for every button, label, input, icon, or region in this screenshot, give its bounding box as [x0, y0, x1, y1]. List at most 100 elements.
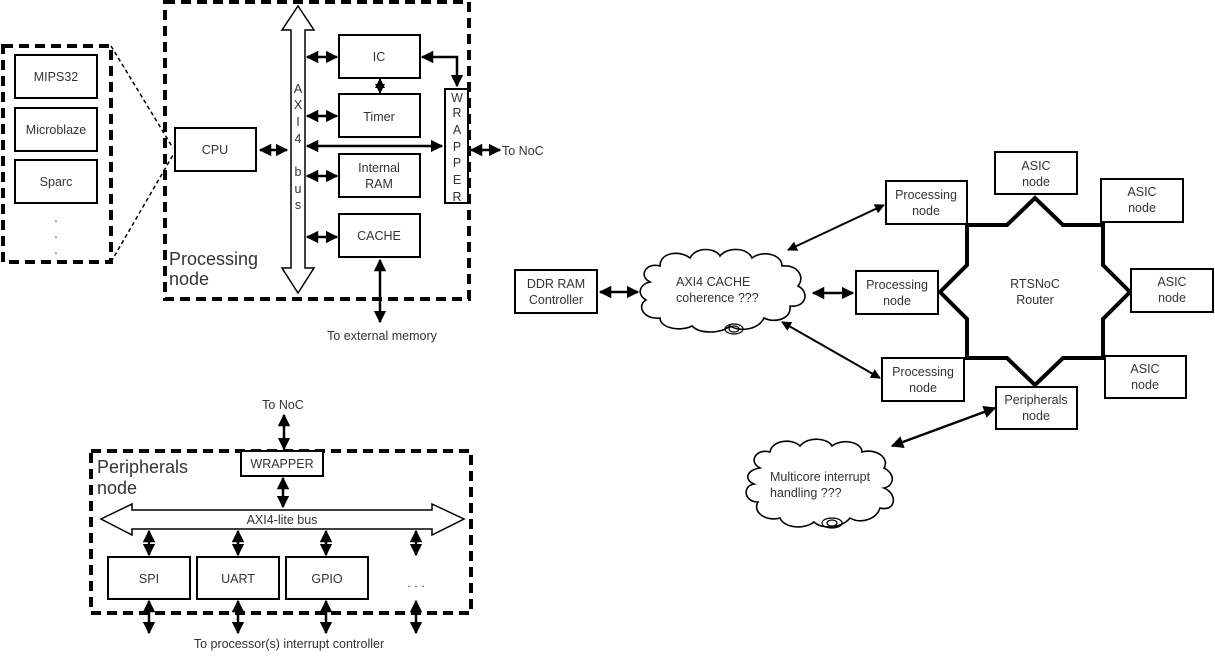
node-label: ASIC — [1127, 185, 1156, 199]
interrupt-cloud-label-2: handling ??? — [770, 486, 842, 500]
interrupt-handling-cloud — [745, 438, 895, 528]
ic-label: IC — [373, 50, 386, 64]
axi4-lite-bus — [99, 502, 466, 537]
cache-block — [338, 213, 421, 258]
cpu-block — [174, 127, 257, 172]
node-label: node — [883, 294, 911, 308]
asic-node-top — [994, 151, 1078, 195]
zoom-line-top — [110, 45, 174, 149]
peripherals-node-title: Peripherals — [97, 457, 188, 477]
wrapper-block — [444, 88, 469, 204]
cpu-option-mips32 — [14, 54, 98, 99]
router-label: RTSNoC — [1010, 277, 1060, 291]
node-label: node — [1158, 291, 1186, 305]
internal-ram-label-2: RAM — [365, 177, 393, 191]
wrapper-letter: P — [453, 140, 461, 154]
rtsnoc-router — [937, 195, 1133, 388]
cloud-pn1-arrow — [787, 204, 885, 251]
ddr-label: DDR RAM — [527, 277, 585, 291]
cloud-spiral-icon — [821, 517, 843, 529]
processing-node-detail: Processing node CPU A X I 4 b u s IC Tim… — [163, 0, 544, 343]
bus-letter: s — [295, 198, 301, 212]
internal-ram-block — [338, 153, 421, 198]
cache-coherence-cloud — [639, 248, 806, 333]
node-label: Processing — [866, 278, 928, 292]
spi-block — [107, 556, 191, 600]
wrapper-letter: R — [452, 106, 461, 120]
gpio-label: GPIO — [311, 572, 343, 586]
bus-letter: u — [295, 182, 302, 196]
bus-letter: b — [295, 165, 302, 179]
node-label: node — [1128, 201, 1156, 215]
cache-cloud-label: AXI4 CACHE — [676, 275, 750, 289]
asic-node-right — [1130, 268, 1214, 313]
cloud-spiral-icon — [724, 323, 744, 335]
processing-node-2 — [855, 270, 939, 315]
peripherals-node-title-2: node — [97, 478, 137, 498]
cache-cloud-label-2: coherence ??? — [676, 291, 759, 305]
router-label-2: Router — [1016, 293, 1054, 307]
asic-node-bottom-right — [1104, 355, 1187, 399]
node-label: Processing — [892, 365, 954, 379]
internal-ram-label: Internal — [358, 161, 400, 175]
ddr-controller-block — [514, 269, 598, 314]
spi-label: SPI — [139, 572, 159, 586]
bus-letter: 4 — [295, 132, 302, 146]
bus-letter: I — [296, 115, 299, 129]
uart-label: UART — [221, 572, 255, 586]
node-label: ASIC — [1021, 159, 1050, 173]
to-interrupt-controller-label: To processor(s) interrupt controller — [194, 637, 384, 651]
system-overview: DDR RAM Controller AXI4 CACHE coherence … — [514, 151, 1214, 529]
node-label: node — [1022, 409, 1050, 423]
bus-letter: X — [294, 98, 303, 112]
axi4-lite-bus-label: AXI4-lite bus — [247, 513, 318, 527]
processing-node-3 — [881, 357, 965, 402]
ellipsis-dot: . — [54, 243, 57, 257]
node-label: Peripherals — [1004, 393, 1067, 407]
node-label: node — [912, 204, 940, 218]
timer-block — [338, 93, 421, 138]
peripherals-node-detail: To NoC Peripherals node WRAPPER AXI4-lit… — [89, 398, 473, 651]
cpu-option-sparc-label: Sparc — [40, 175, 73, 189]
cpu-label: CPU — [202, 143, 228, 157]
to-noc-label: To NoC — [262, 398, 304, 412]
cpu-options-container — [1, 44, 113, 264]
node-label: Processing — [895, 188, 957, 202]
cache-label: CACHE — [357, 229, 401, 243]
interrupt-cloud-arrow — [890, 406, 997, 448]
node-label: ASIC — [1130, 362, 1159, 376]
ic-wrapper-arrow — [420, 50, 464, 88]
wrapper-letter: R — [452, 190, 461, 204]
cloud-pn3-arrow — [781, 321, 881, 379]
wrapper-letter: P — [453, 156, 461, 170]
cpu-option-mips32-label: MIPS32 — [34, 70, 79, 84]
to-noc-label: To NoC — [502, 144, 544, 158]
uart-block — [196, 556, 280, 600]
wrapper-letter: A — [453, 123, 462, 137]
more-peripherals: . . . — [407, 576, 424, 590]
asic-node-top-right — [1100, 178, 1184, 223]
processing-node-title: Processing — [169, 249, 258, 269]
cpu-options-group: MIPS32 Microblaze Sparc . . . — [1, 44, 174, 264]
node-label: ASIC — [1157, 275, 1186, 289]
ddr-label-2: Controller — [529, 293, 583, 307]
cloud-spiral-icon — [826, 519, 838, 527]
peripherals-wrapper-block — [240, 450, 324, 477]
bus-letter: A — [294, 82, 303, 96]
node-label: node — [1131, 378, 1159, 392]
cpu-option-sparc — [14, 159, 98, 204]
wrapper-letter: W — [451, 91, 463, 105]
processing-node-title-2: node — [169, 269, 209, 289]
cloud-spiral-icon — [728, 325, 740, 333]
ellipsis-dot: . — [54, 227, 57, 241]
timer-label: Timer — [363, 110, 394, 124]
peripherals-node-system — [995, 386, 1078, 430]
wrapper-letter: E — [453, 173, 461, 187]
ellipsis-dot: . — [54, 211, 57, 225]
ic-block — [338, 34, 421, 79]
gpio-block — [285, 556, 369, 600]
node-label: node — [1022, 175, 1050, 189]
cpu-option-microblaze-label: Microblaze — [26, 123, 86, 137]
node-label: node — [909, 381, 937, 395]
